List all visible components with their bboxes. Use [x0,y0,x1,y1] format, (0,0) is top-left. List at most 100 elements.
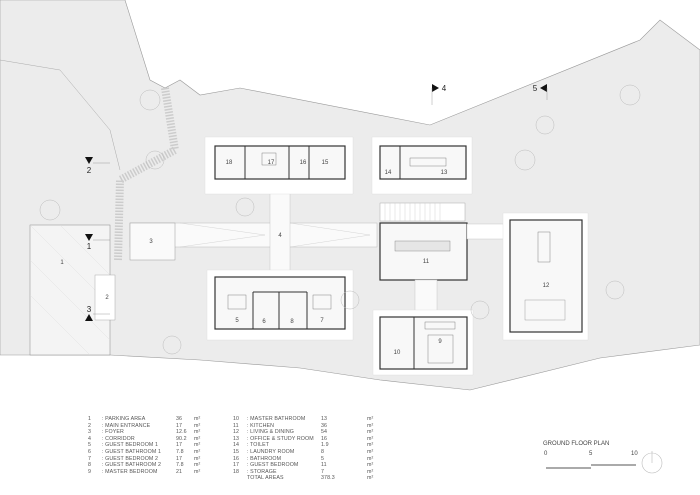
scale-tick-5: 5 [589,451,593,457]
room-label-8: 8 [290,319,294,325]
legend-name: : BATHROOM [247,455,282,462]
legend-num: 4 [88,435,92,442]
legend-num: 5 [88,442,92,449]
legend-area: 54 [321,429,328,436]
legend-unit: m² [194,422,201,429]
living-dining-block [509,219,583,333]
guest-wing-south [214,276,346,330]
legend-num: 2 [88,422,92,429]
legend-unit: m² [367,422,374,429]
legend-num: 11 [233,422,239,429]
legend-name: TOTAL AREAS [247,475,284,482]
legend-num: 14 [233,442,240,449]
legend-name: : GUEST BEDROOM 1 [102,442,159,449]
legend-unit: m² [194,468,201,475]
room-label-2: 2 [105,295,109,301]
section-marker-5: 5 [533,84,548,100]
legend-num: 13 [233,435,240,442]
legend-area: 13 [321,416,328,422]
room-label-12: 12 [543,283,550,289]
legend-name: : MASTER BEDROOM [102,468,158,475]
room-label-17: 17 [268,160,275,166]
legend-area: 11 [321,462,327,469]
legend-num: 18 [233,468,240,475]
legend-unit: m² [194,429,201,436]
legend-name: : MAIN ENTRANCE [102,422,151,429]
legend-name: : CORRIDOR [102,435,135,442]
legend-row: 13 : OFFICE & STUDY ROOM 16 m² [233,436,379,443]
legend-unit: m² [194,416,201,422]
room-label-15: 15 [322,160,329,166]
legend-area: 1.9 [321,442,329,449]
legend-name: : STORAGE [247,468,277,475]
master-suite [379,316,468,370]
legend-area: 16 [321,435,328,442]
legend-area: 36 [176,416,183,422]
legend-name: : GUEST BEDROOM 2 [102,455,159,462]
legend-area: 17 [176,442,183,449]
svg-text:1: 1 [87,242,92,251]
room-label-3: 3 [149,239,153,245]
guest-wing-north [214,145,346,180]
section-marker-1: 1 [85,234,110,251]
legend-name: : OFFICE & STUDY ROOM [247,435,314,442]
room-label-14: 14 [385,170,392,176]
legend-num: 7 [88,455,92,462]
scale-bar-segment [546,467,591,469]
legend-area: 378.3 [321,475,335,482]
legend-num: 17 [233,462,240,469]
legend-area: 5 [321,455,325,462]
legend-area: 21 [176,468,183,475]
plan-title: GROUND FLOOR PLAN [543,441,610,447]
room-label-16: 16 [300,160,307,166]
scale-tick-10: 10 [631,451,638,457]
legend-area: 12.6 [176,429,187,436]
legend-name: : PARKING AREA [102,416,146,422]
legend-unit: m² [367,429,374,436]
legend-num [233,475,247,482]
legend-num: 3 [88,429,92,436]
svg-text:2: 2 [87,166,92,175]
legend-name: : KITCHEN [247,422,275,429]
room-label-6: 6 [262,319,266,325]
legend-unit: m² [194,462,201,469]
svg-text:3: 3 [87,305,92,314]
legend-unit: m² [367,416,374,422]
legend-num: 15 [233,448,240,455]
legend-name: : MASTER BATHROOM [247,416,306,422]
kitchen-block [379,222,468,281]
legend-name: : TOILET [247,442,270,449]
section-marker-4: 4 [431,84,447,105]
legend-name: : GUEST BATHROOM 1 [102,448,161,455]
room-label-1: 1 [60,260,64,266]
svg-text:4: 4 [442,84,447,93]
scale-bar-segment [591,464,636,466]
legend-unit: m² [367,435,374,442]
trees [39,84,641,355]
legend-num: 12 [233,429,240,436]
legend-name: : GUEST BATHROOM 2 [102,462,161,469]
legend-name: : LAUNDRY ROOM [247,448,295,455]
room-label-10: 10 [394,350,401,356]
room-label-18: 18 [226,160,233,166]
legend-unit: m² [367,462,374,469]
legend-num: 6 [88,448,92,455]
